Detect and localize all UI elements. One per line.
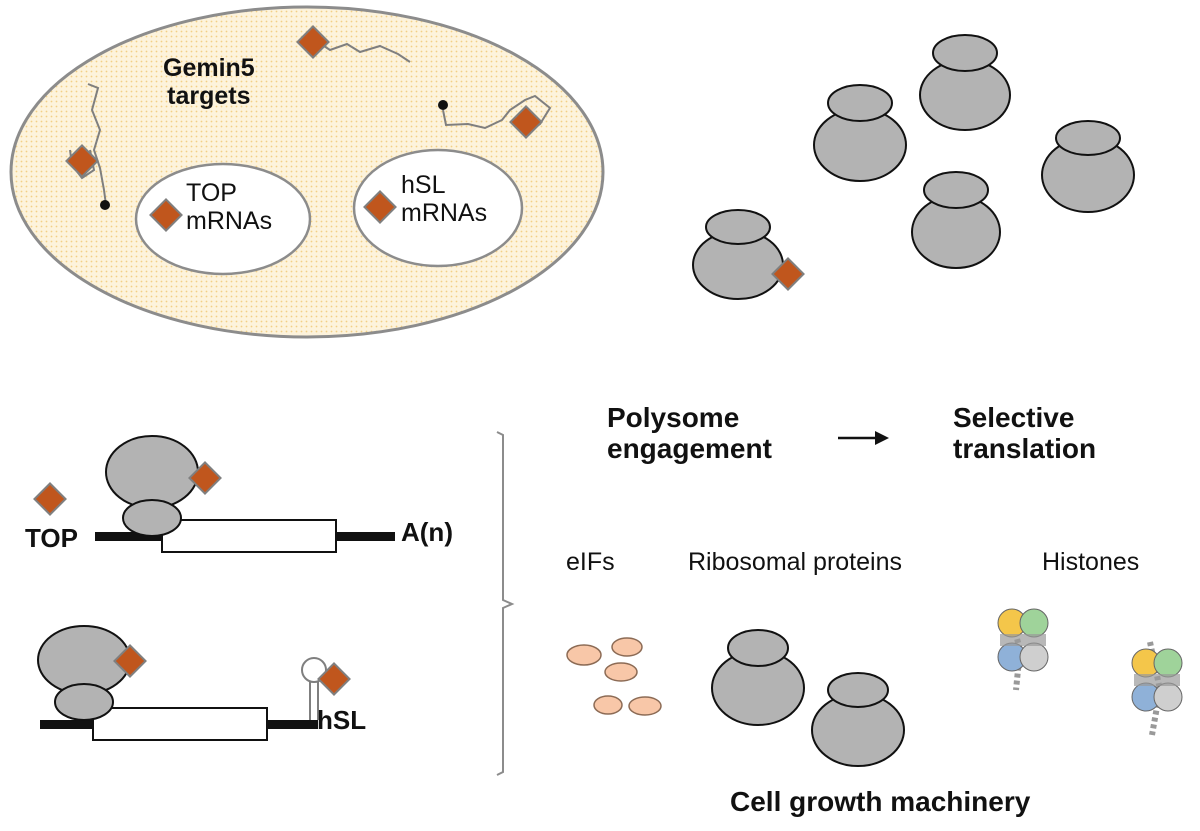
hsl-motif-label: hSL (317, 705, 367, 735)
mrna-cap (438, 100, 448, 110)
hsl-stem-loop (309, 682, 319, 720)
polya-tail-label: A(n) (401, 517, 453, 547)
gemin5-diamond (113, 644, 147, 678)
selective-translation-label: Selective translation (953, 402, 1097, 464)
histone-octamer (997, 608, 1049, 691)
ribosome (711, 629, 805, 726)
ribosome (911, 171, 1001, 269)
ribosome (105, 435, 199, 537)
eif-factors (566, 637, 662, 716)
gemin5-diamond (65, 144, 99, 178)
top-motif-label: TOP (25, 523, 78, 553)
polysome-engagement-label: Polysome engagement (607, 402, 772, 464)
gemin5-targets-label: Gemin5 targets (163, 54, 255, 110)
cell-growth-machinery-label: Cell growth machinery (730, 786, 1031, 817)
gemin5-diamond (33, 482, 67, 516)
eifs-label: eIFs (566, 548, 615, 576)
ribosome (1041, 120, 1135, 213)
mrna-squiggle (314, 39, 411, 63)
gemin5-diamond (149, 198, 183, 232)
bracket (496, 431, 515, 776)
gemin5-diamond (363, 190, 397, 224)
hsl-mrnas-label: hSL mRNAs (401, 171, 488, 227)
hsl-mrna-cds-box (92, 707, 268, 741)
top-mrnas-label: TOP mRNAs (186, 179, 273, 235)
top-mrna-cds-box (161, 519, 337, 553)
ribosome (692, 209, 784, 300)
hsl-stem-loop (301, 657, 327, 683)
ribosome (813, 84, 907, 182)
ribosome (37, 625, 131, 721)
top-mrnas-oval (134, 162, 312, 276)
gemin5-diamond (296, 25, 330, 59)
gemin5-diamond (509, 105, 543, 139)
gemin5-diamond (188, 461, 222, 495)
hsl-mrnas-oval (352, 148, 524, 268)
mrna-squiggle (87, 83, 107, 206)
gemin5-diamond (771, 257, 805, 291)
histones-label: Histones (1042, 548, 1140, 576)
ribosome (919, 34, 1011, 131)
gemin5-diamond (317, 662, 351, 696)
ribosomal-proteins-label: Ribosomal proteins (688, 548, 902, 576)
ribosome (811, 672, 905, 767)
histone-octamer (1131, 641, 1183, 736)
arrow-head (875, 431, 889, 445)
mrna-cap (100, 200, 110, 210)
